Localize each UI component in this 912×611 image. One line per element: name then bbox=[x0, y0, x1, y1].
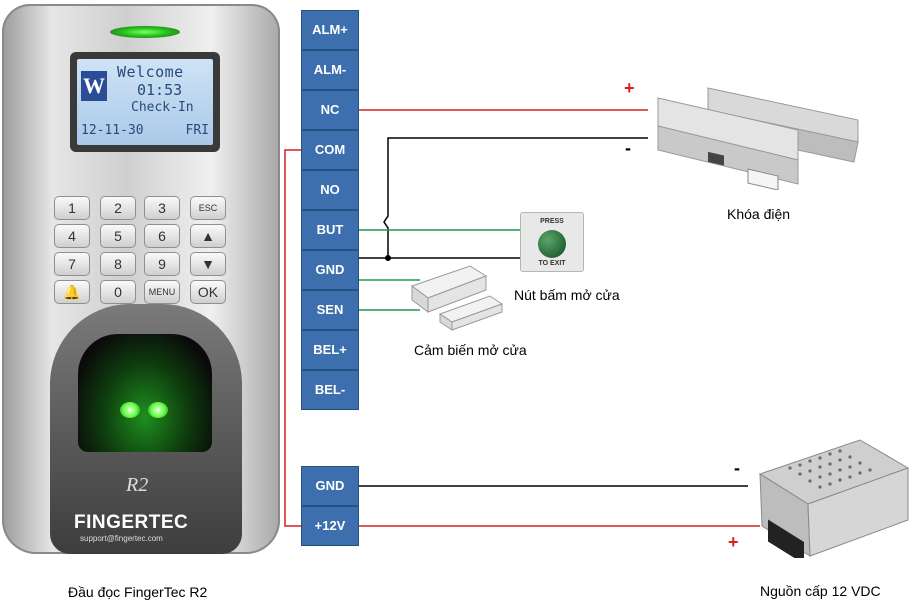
keypad-key: 4 bbox=[54, 224, 90, 248]
door-sensor-caption: Cảm biến mở cửa bbox=[414, 342, 527, 358]
lcd-time: 01:53 bbox=[137, 81, 183, 99]
psu-plus-sign: + bbox=[728, 532, 739, 552]
keypad-key: 7 bbox=[54, 252, 90, 276]
fingerprint-sensor bbox=[78, 334, 212, 452]
keypad-key: 9 bbox=[144, 252, 180, 276]
power-terminal-gnd: GND bbox=[301, 466, 359, 506]
power-supply bbox=[758, 439, 910, 558]
lcd-welcome-text: Welcome bbox=[117, 63, 184, 81]
keypad-key: ESC bbox=[190, 196, 226, 220]
reader-caption: Đầu đọc FingerTec R2 bbox=[68, 584, 208, 600]
status-led bbox=[110, 26, 180, 38]
lock-plus-sign: + bbox=[624, 78, 635, 98]
terminal-sen: SEN bbox=[301, 290, 359, 330]
lcd-status: Check-In bbox=[131, 100, 194, 115]
exit-button: PRESS TO EXIT bbox=[520, 212, 584, 272]
terminal-bel: BEL- bbox=[301, 370, 359, 410]
model-label: R2 bbox=[126, 474, 149, 496]
terminal-nc: NC bbox=[301, 90, 359, 130]
keypad-key: 3 bbox=[144, 196, 180, 220]
keypad-key: 2 bbox=[100, 196, 136, 220]
wire-lock-minus bbox=[383, 137, 648, 258]
terminal-alm: ALM+ bbox=[301, 10, 359, 50]
exit-button-toexit-label: TO EXIT bbox=[538, 260, 566, 267]
terminal-gnd: GND bbox=[301, 250, 359, 290]
lcd-day: FRI bbox=[185, 123, 209, 138]
terminal-but: BUT bbox=[301, 210, 359, 250]
brand-logo: FINGERTEC bbox=[74, 512, 189, 533]
terminal-bel: BEL+ bbox=[301, 330, 359, 370]
keypad-key: 5 bbox=[100, 224, 136, 248]
wire-junction bbox=[385, 255, 391, 261]
exit-button-caption: Nút bấm mở cửa bbox=[514, 287, 620, 303]
power-terminal-12v: +12V bbox=[301, 506, 359, 546]
support-email: support@fingertec.com bbox=[80, 534, 163, 543]
keypad-key: 1 bbox=[54, 196, 90, 220]
lcd-logo: W bbox=[81, 71, 107, 101]
keypad-key: OK bbox=[190, 280, 226, 304]
psu-caption: Nguồn cấp 12 VDC bbox=[760, 583, 881, 599]
electric-lock bbox=[657, 87, 859, 190]
lock-caption: Khóa điện bbox=[727, 206, 791, 222]
keypad-key: MENU bbox=[144, 280, 180, 304]
keypad-key: ▼ bbox=[190, 252, 226, 276]
sensor-light-right bbox=[148, 402, 168, 418]
lock-minus-sign: - bbox=[625, 138, 631, 158]
keypad-key: 🔔 bbox=[54, 280, 90, 304]
door-sensor bbox=[410, 265, 504, 331]
keypad-key: 6 bbox=[144, 224, 180, 248]
exit-button-knob bbox=[538, 230, 566, 258]
terminal-no: NO bbox=[301, 170, 359, 210]
lcd-date: 12-11-30 bbox=[81, 123, 144, 138]
terminal-alm: ALM- bbox=[301, 50, 359, 90]
exit-button-press-label: PRESS bbox=[540, 218, 564, 225]
keypad-key: 8 bbox=[100, 252, 136, 276]
sensor-light-left bbox=[120, 402, 140, 418]
terminal-com: COM bbox=[301, 130, 359, 170]
keypad-key: 0 bbox=[100, 280, 136, 304]
keypad-key: ▲ bbox=[190, 224, 226, 248]
psu-minus-sign: - bbox=[734, 458, 740, 478]
lcd-screen: W Welcome 01:53 Check-In 12-11-30 FRI bbox=[70, 52, 220, 152]
